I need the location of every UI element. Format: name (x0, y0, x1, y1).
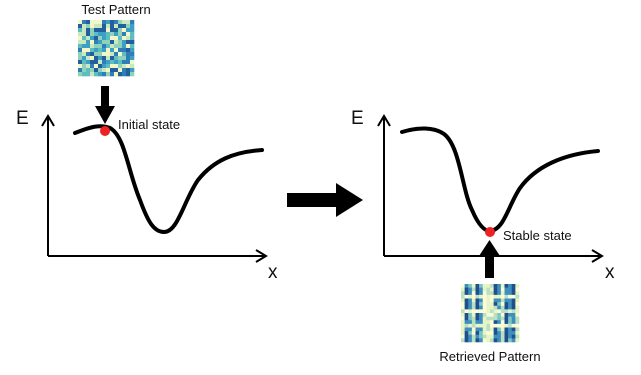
test-pattern-title: Test Pattern (81, 2, 150, 17)
right-energy-axis-label: E (351, 108, 364, 129)
right-arrow-icon (287, 183, 363, 217)
right-energy-curve (400, 126, 600, 234)
left-panel: Test Pattern E x Initial state (16, 2, 278, 283)
down-arrow-icon (95, 106, 115, 124)
initial-state-label: Initial state (118, 117, 180, 132)
right-panel: E x Stable state Retrieved Pattern (351, 108, 615, 364)
left-energy-curve (73, 124, 264, 235)
left-x-axis-label: x (268, 262, 278, 283)
left-energy-axis-label: E (16, 108, 29, 129)
test-pattern-image (78, 20, 135, 77)
retrieved-pattern-title: Retrieved Pattern (439, 349, 540, 364)
stable-state-point (485, 227, 495, 237)
retrieved-pattern-image (461, 284, 520, 343)
stable-state-label: Stable state (503, 228, 572, 243)
initial-state-point (100, 126, 110, 136)
right-x-axis-label: x (605, 262, 615, 283)
up-arrow-icon (479, 240, 500, 256)
test-to-state-arrow-shaft (101, 86, 109, 108)
pattern-to-state-arrow-shaft (485, 254, 494, 278)
